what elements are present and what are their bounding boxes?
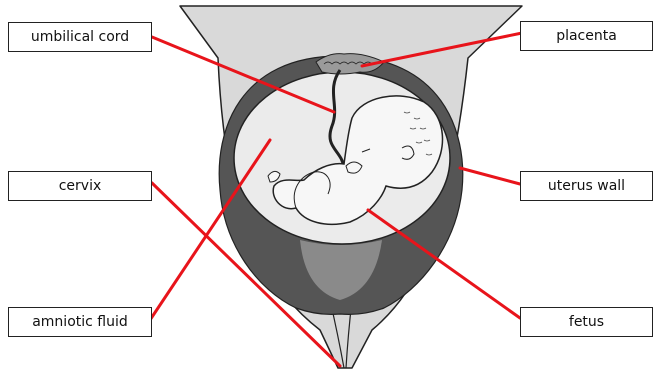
label-uterus-wall: uterus wall (520, 171, 653, 201)
label-umbilical-cord: umbilical cord (8, 22, 152, 52)
leader-uterus-wall (460, 168, 520, 184)
label-placenta: placenta (520, 21, 653, 51)
label-fetus: fetus (520, 307, 653, 337)
label-amniotic-fluid: amniotic fluid (8, 307, 152, 337)
label-cervix: cervix (8, 171, 152, 201)
